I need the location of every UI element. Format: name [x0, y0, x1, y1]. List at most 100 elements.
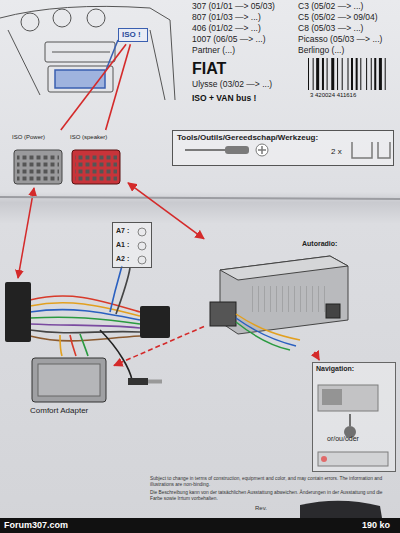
drawing-path — [80, 334, 88, 356]
connection-arrow — [106, 44, 131, 130]
drawing-path — [70, 335, 76, 356]
drawing-rect — [379, 58, 382, 90]
drawing-rect — [366, 58, 367, 90]
drawing-path — [30, 330, 140, 333]
node-text: A7 : — [116, 227, 129, 235]
drawing-path — [30, 303, 140, 316]
drawing-rect — [342, 58, 343, 90]
navigation-box: Navigation: or/ou/oder — [312, 362, 396, 472]
watermark-bar — [0, 518, 400, 533]
node-text: Navigation: — [316, 365, 354, 373]
drawing-rect — [316, 58, 319, 90]
vehicle-model: 307 (01/01 —> 05/03) — [192, 2, 275, 12]
node-text: ISO (Power) — [12, 134, 45, 141]
dashboard-drawing — [0, 6, 175, 100]
node-text: 2 x — [331, 147, 342, 156]
drawing-rect — [17, 153, 59, 181]
node-text: A2 : — [116, 255, 129, 263]
iso-speaker-connector — [72, 150, 120, 184]
harness-radio-plug — [140, 306, 170, 338]
drawing-rect — [351, 58, 353, 90]
note-text: 3 420024 411616 — [310, 92, 356, 99]
vehicle-model: 807 (01/03 —> ...) — [192, 13, 261, 23]
drawing-rect — [45, 42, 115, 62]
vehicle-model: FIAT — [192, 60, 226, 78]
node-text: ISO ! — [122, 30, 141, 39]
drawing-rect — [326, 304, 340, 318]
drawing-path — [0, 6, 175, 100]
callout-leader — [106, 40, 118, 70]
drawing-rect — [348, 58, 349, 90]
drawing-rect — [14, 150, 62, 184]
drawing-path — [116, 268, 130, 314]
car-key-photo — [300, 501, 382, 518]
drawing-rect — [32, 358, 106, 402]
autoradio-unit — [210, 256, 348, 350]
drawing-rect — [371, 58, 372, 90]
vehicle-model: 406 (01/02 —> ...) — [192, 24, 261, 34]
drawing-rect — [128, 378, 148, 385]
drawing-polygon — [220, 256, 348, 334]
node-text: Tools/Outils/Gereedschap/Werkzeug: — [177, 133, 318, 142]
drawing-rect — [356, 58, 358, 90]
note-text: Rev. — [255, 505, 267, 512]
node-text: Comfort Adapter — [30, 406, 88, 415]
connector-part: ISO (Power) — [10, 132, 66, 188]
barcode — [308, 58, 386, 90]
drawing-circle — [53, 9, 71, 27]
drawing-rect — [75, 153, 117, 181]
connection-arrow — [114, 327, 204, 366]
drawing-rect — [308, 58, 309, 90]
node-text: Autoradio: — [302, 240, 337, 248]
drawing-path — [60, 335, 62, 356]
node-text: or/ou/oder — [327, 435, 359, 443]
drawing-rect — [72, 150, 120, 184]
callout-box: ISO ! — [118, 28, 148, 42]
vehicle-model: Partner (...) — [192, 46, 235, 56]
drawing-path — [110, 266, 122, 312]
vehicle-model: C3 (05/02 —> ...) — [298, 2, 363, 12]
tools-box: Tools/Outils/Gereedschap/Werkzeug: 2 x — [172, 130, 394, 166]
paper-fold — [0, 197, 400, 199]
radio-unit: Autoradio: — [206, 238, 352, 350]
node-text: ISO (speaker) — [70, 134, 107, 141]
drawing-path — [236, 322, 290, 350]
drawing-rect — [374, 58, 376, 90]
drawing-rect — [337, 58, 338, 90]
drawing-rect — [385, 58, 386, 90]
drawing-line — [52, 52, 110, 53]
drawing-circle — [87, 9, 105, 27]
watermark: 190 ko — [362, 520, 390, 530]
vehicle-model: C5 (05/02 —> 09/04) — [298, 13, 378, 23]
jack-plug — [128, 378, 162, 385]
connection-arrow — [61, 44, 126, 130]
drawing-rect — [210, 302, 236, 326]
connection-arrow — [18, 188, 34, 278]
node-text: A1 : — [116, 241, 129, 249]
connection-arrow — [314, 352, 319, 360]
connector-part: ISO (speaker) — [68, 132, 126, 188]
drawing-rect — [331, 58, 334, 90]
vehicle-model: C8 (05/03 —> ...) — [298, 24, 363, 34]
drawing-path — [30, 317, 140, 324]
comfort-adapter-module — [32, 358, 106, 402]
drawing-path — [30, 324, 140, 328]
vehicle-model: Ulysse (03/02 —> ...) — [192, 80, 272, 90]
drawing-rect — [360, 58, 361, 90]
drawing-rect — [48, 66, 113, 92]
drawing-rect — [322, 58, 324, 90]
vehicle-model: Picasso (05/03 —> ...) — [298, 35, 382, 45]
note-text: ISO + VAN bus ! — [192, 94, 256, 104]
iso-power-connector — [14, 150, 62, 184]
function-key: A7 : A1 : A2 : — [112, 222, 152, 268]
drawing-path — [30, 336, 140, 341]
drawing-rect — [38, 364, 100, 396]
watermark: Forum307.com — [4, 520, 68, 530]
drawing-rect — [250, 286, 330, 312]
vehicle-model: 1007 (06/05 —> ...) — [192, 35, 265, 45]
drawing-rect — [55, 70, 105, 88]
drawing-rect — [313, 58, 314, 90]
adapter-module: Comfort Adapter — [26, 350, 112, 420]
